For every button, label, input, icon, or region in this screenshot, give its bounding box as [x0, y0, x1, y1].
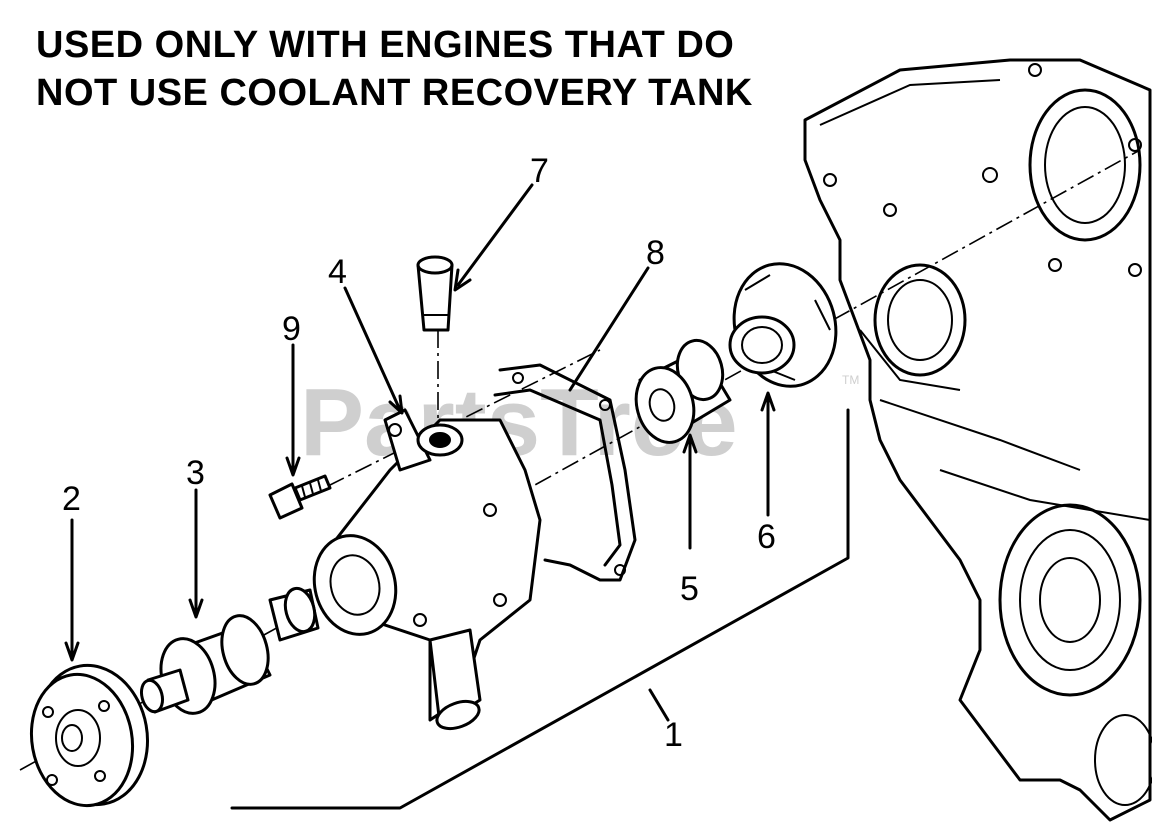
callout-9: 9 [282, 310, 301, 348]
part-5-seal [634, 338, 732, 444]
diagram-title-line-2: NOT USE COOLANT RECOVERY TANK [36, 72, 753, 114]
center-axis-line [19, 149, 1141, 771]
callout-1: 1 [664, 716, 683, 754]
callout-3: 3 [186, 454, 205, 492]
callout-8: 8 [646, 234, 665, 272]
callout-leaders [64, 183, 850, 810]
callout-2: 2 [62, 480, 81, 518]
callout-4: 4 [328, 253, 347, 291]
part-4-water-pump-housing [312, 408, 542, 731]
engine-block [803, 58, 1152, 822]
part-7-plug [416, 255, 454, 332]
diagram-title-line-1: USED ONLY WITH ENGINES THAT DO [36, 24, 735, 66]
callout-7: 7 [530, 152, 549, 190]
callout-6: 6 [757, 518, 776, 556]
part-3-bearing-shaft [139, 586, 320, 715]
callout-5: 5 [680, 570, 699, 608]
part-9-bolt [268, 474, 332, 520]
part-2-pulley-flange [29, 663, 150, 808]
part-6-impeller [728, 262, 838, 388]
watermark-trademark: TM [842, 373, 859, 387]
part-8-gasket [493, 363, 637, 582]
